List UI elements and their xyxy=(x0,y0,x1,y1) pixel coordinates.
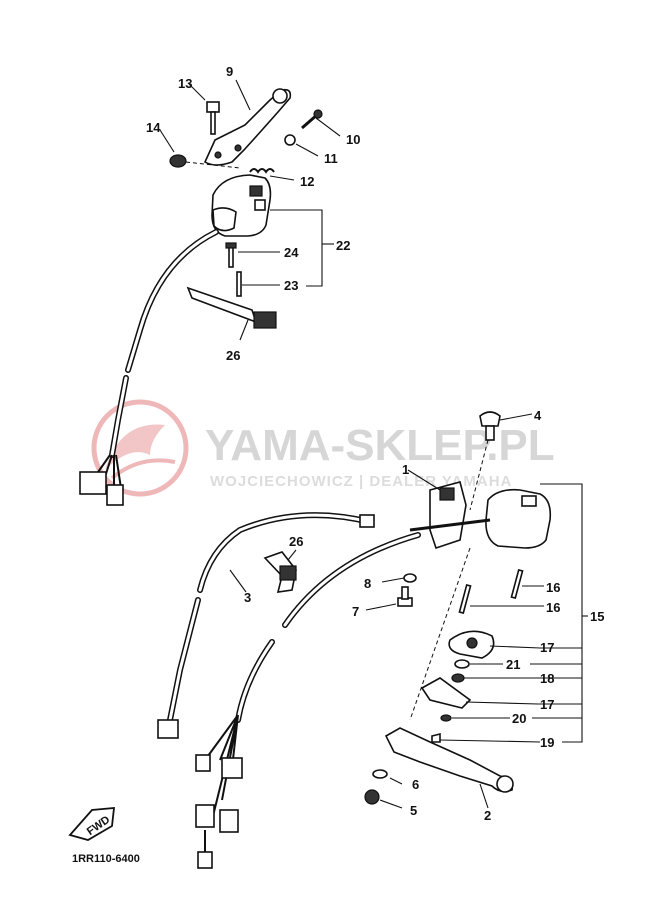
callout-9: 9 xyxy=(226,64,233,79)
screw-part-24 xyxy=(236,271,242,297)
screw-part-16a xyxy=(510,568,524,600)
assembly-line xyxy=(185,161,241,169)
lever-part-2 xyxy=(384,727,514,793)
callout-2: 2 xyxy=(484,808,491,823)
callout-labels: 9 13 14 10 11 12 22 24 23 26 4 1 26 16 1… xyxy=(146,64,604,823)
leader-lines xyxy=(159,79,588,809)
callout-19: 18 xyxy=(540,671,554,686)
callout-14: 14 xyxy=(146,120,161,135)
cable-part-3 xyxy=(157,512,375,739)
callout-20: 19 xyxy=(540,735,554,750)
callout-18: 17 xyxy=(540,697,554,712)
screw-part-25 xyxy=(225,242,237,268)
callout-13: 13 xyxy=(178,76,192,91)
right-wire-harness xyxy=(195,532,421,869)
forward-arrow-icon: FWD xyxy=(68,807,116,841)
watermark: YAMA-SKLEP.PL WOJCIECHOWICZ | DEALER YAM… xyxy=(91,399,555,497)
callout-3: 3 xyxy=(244,590,251,605)
holder-part-17 xyxy=(448,630,495,659)
left-switch-housing xyxy=(211,174,272,237)
callout-22: 21 xyxy=(506,657,520,672)
plate-part-18 xyxy=(420,677,472,709)
bolt-part-13 xyxy=(206,101,220,135)
bolt-part-7 xyxy=(397,586,413,607)
diagram-code: 1RR110-6400 xyxy=(72,853,140,865)
cable-tie-part-26-lower xyxy=(263,551,297,593)
cable-tie-part-26 xyxy=(186,286,277,329)
nut-part-5 xyxy=(364,789,380,805)
callout-4: 4 xyxy=(534,408,542,423)
spring-part-12 xyxy=(249,168,275,174)
clip-part-21 xyxy=(440,714,452,722)
bracket-part-1 xyxy=(429,481,467,550)
watermark-logo xyxy=(91,399,189,497)
nut-part-14 xyxy=(169,154,187,168)
handlebar xyxy=(409,518,491,532)
washer-part-8 xyxy=(403,573,417,583)
screw-part-10 xyxy=(301,109,323,130)
callout-6: 6 xyxy=(412,777,419,792)
callout-23: 22 xyxy=(336,238,350,253)
collar-part-19 xyxy=(451,673,465,683)
callout-12: 12 xyxy=(300,174,314,189)
right-switch-housing xyxy=(485,488,552,549)
screw-part-20 xyxy=(431,732,441,743)
callout-16b: 16 xyxy=(546,600,560,615)
callout-21: 20 xyxy=(512,711,526,726)
guide-line xyxy=(409,547,471,721)
callout-10: 10 xyxy=(346,132,360,147)
callout-11: 11 xyxy=(324,151,338,166)
guide-line xyxy=(469,439,489,511)
callout-16a: 16 xyxy=(546,580,560,595)
washer-part-6 xyxy=(372,769,388,779)
callout-7: 7 xyxy=(352,604,359,619)
callout-26: 26 xyxy=(226,348,240,363)
lever-part-9 xyxy=(203,88,292,166)
callout-25: 24 xyxy=(284,245,299,260)
callout-1: 1 xyxy=(402,462,409,477)
watermark-tagline: WOJCIECHOWICZ | DEALER YAMAHA xyxy=(210,473,512,490)
screw-part-16b xyxy=(458,583,472,615)
washer-part-22 xyxy=(454,659,470,669)
callout-24: 23 xyxy=(284,278,298,293)
callout-26-lower: 26 xyxy=(289,534,303,549)
bolt-part-4 xyxy=(479,411,501,441)
callout-15: 15 xyxy=(590,609,604,624)
callout-17: 17 xyxy=(540,640,554,655)
left-wire-harness xyxy=(79,229,219,506)
collar-part-11 xyxy=(284,134,296,146)
callout-5: 5 xyxy=(410,803,417,818)
callout-8: 8 xyxy=(364,576,371,591)
watermark-brand: YAMA-SKLEP.PL xyxy=(205,421,555,470)
